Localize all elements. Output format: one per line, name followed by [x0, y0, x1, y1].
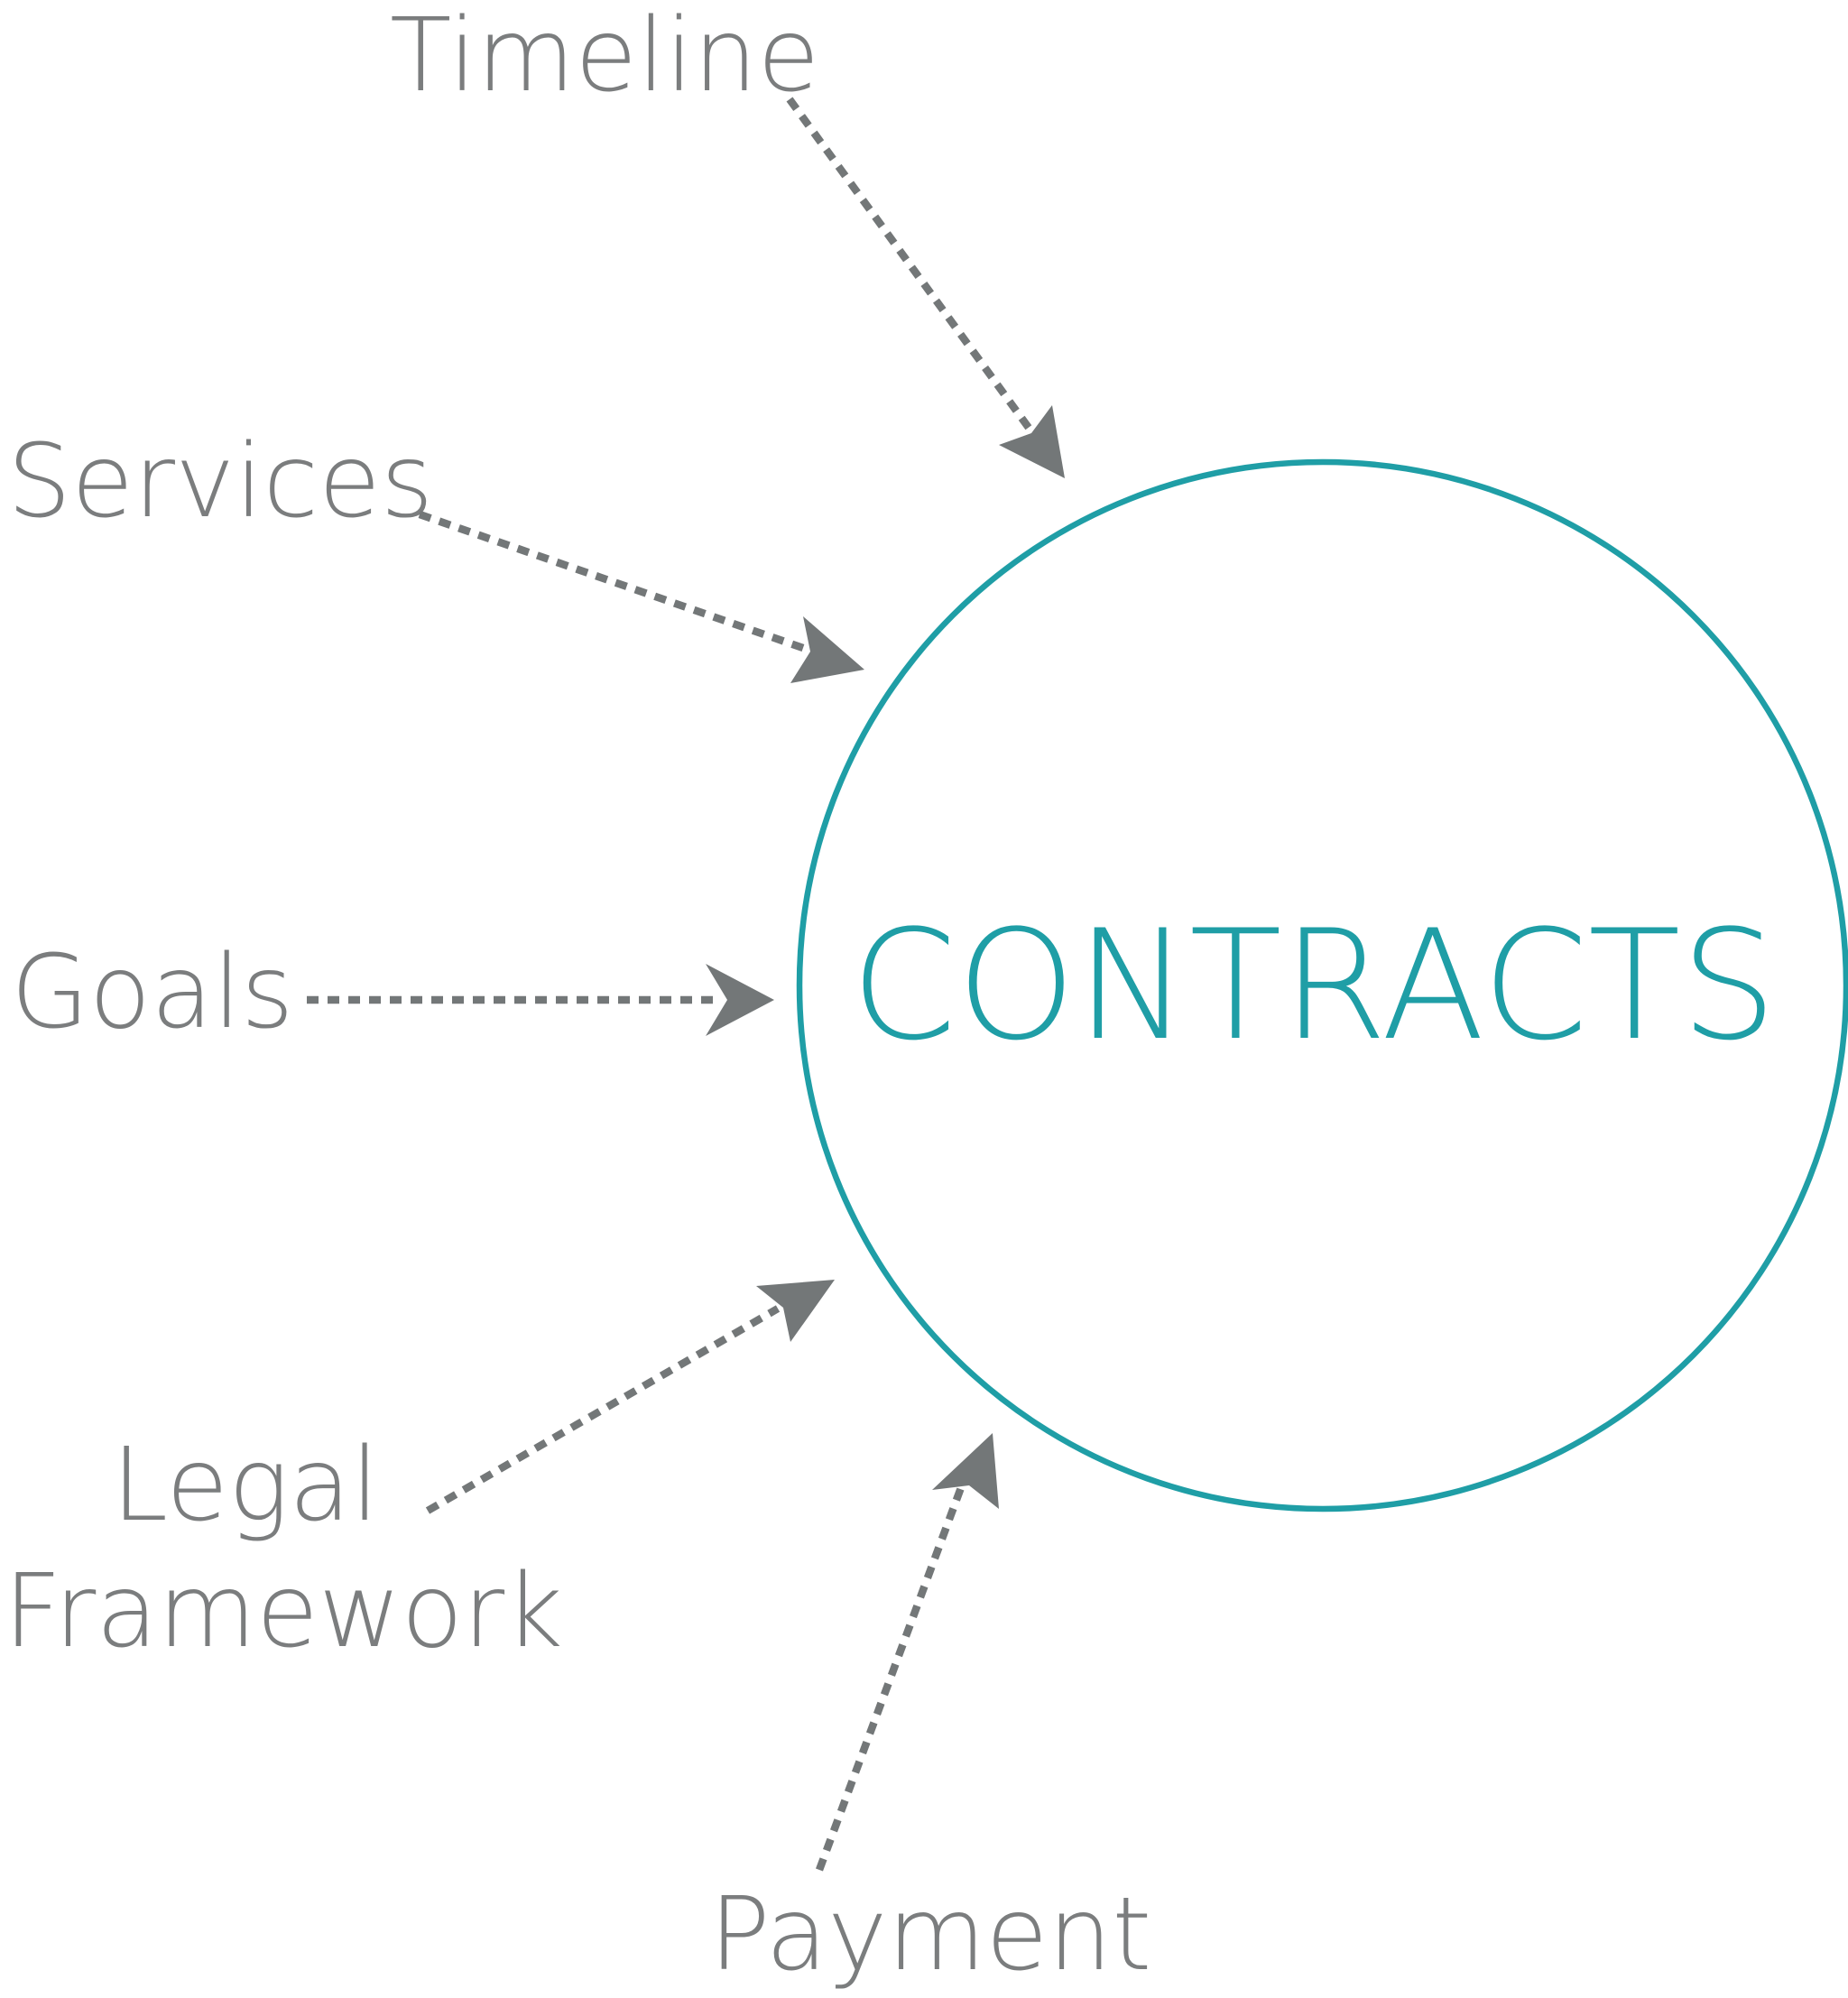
- input-label-legal: Legal: [112, 1427, 379, 1544]
- input-label-framework: Framework: [4, 1553, 563, 1670]
- input-label-goals: Goals: [11, 934, 293, 1051]
- input-label-timeline: Timeline: [390, 0, 819, 115]
- arrow-payment: [816, 1433, 999, 1872]
- arrow-services: [418, 510, 864, 683]
- input-label-services: Services: [7, 423, 433, 541]
- arrow-legal-framework: [425, 1280, 835, 1514]
- arrow-timeline: [786, 97, 1065, 478]
- input-label-payment: Payment: [709, 1876, 1151, 1993]
- legal-framework-line1: Legal: [112, 1427, 379, 1544]
- contracts-circle: [796, 458, 1848, 1512]
- arrow-goals: [307, 964, 774, 1036]
- hub-label: CONTRACTS: [851, 897, 1777, 1074]
